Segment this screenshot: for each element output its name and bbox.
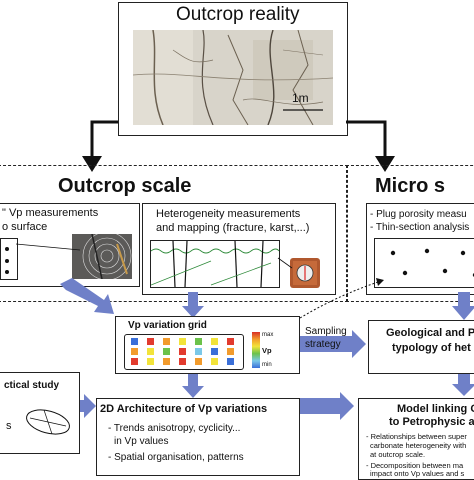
vp-probe-sketch [0,238,18,280]
vp-grid-cell [195,338,202,345]
vp-grid-cell [147,348,154,355]
model-line2: to Petrophysic and [389,416,474,428]
model-bullet1-line1: - Relationships between super [366,432,467,441]
vp-grid-cell [195,358,202,365]
thin-section-line: - Thin-section analysis [370,222,470,233]
geological-box [368,320,474,374]
vp-grid-title: Vp variation grid [128,320,207,331]
model-bullet1-line2: carbonate heterogeneity with [370,441,467,450]
vp-grid-cell [227,338,234,345]
vp-grid-cell [211,348,218,355]
model-bullet2-line1: - Decomposition between ma [366,461,464,470]
outcrop-reality-title: Outcrop reality [176,4,300,25]
plug-line: - Plug porosity measu [370,209,467,220]
ellipse-sketch [24,406,72,438]
vp-grid-cell [147,358,154,365]
vp-grid-cell [179,358,186,365]
micro-scale-region [346,165,474,302]
statistical-box [0,372,80,454]
architecture-item1-line1: - Trends anisotropy, cyclicity... [108,423,241,434]
vp-legend-bar [252,332,260,368]
architecture-item1-line2: in Vp values [114,436,169,447]
plug-sketch [374,238,474,288]
outcrop-scale-title: Outcrop scale [58,175,192,197]
sampling-line2: strategy [305,339,341,350]
vp-legend-min: min [262,362,272,368]
hetero-line1: Heterogeneity measurements [156,208,301,220]
vp-grid-cell [211,338,218,345]
vp-meas-line2: o surface [2,221,48,233]
vp-grid-panel [124,334,244,370]
scale-bar-label: 1m [292,91,309,105]
fracture-map-sketch [150,240,280,288]
vp-legend-max: max [262,332,274,338]
vp-grid-cell [147,338,154,345]
vp-grid-cell [179,338,186,345]
vp-grid-cell [131,358,138,365]
outcrop-photo [133,30,333,125]
geological-line1: Geological and P [386,327,474,339]
vp-grid-cell [163,358,170,365]
vp-grid-cell [131,338,138,345]
model-box [358,398,474,480]
micro-scale-title: Micro s [375,175,446,197]
vp-grid-cell [195,348,202,355]
architecture-title: 2D Architecture of Vp variations [100,403,268,415]
model-line1: Model linking G [397,403,474,415]
sampling-line1: Sampling [305,326,347,337]
vp-grid-cell [179,348,186,355]
model-bullet1-line3: at outcrop scale. [370,450,426,459]
vp-grid-cell [227,358,234,365]
statistical-title: ctical study [4,380,60,391]
compass-icon [290,258,320,288]
vp-legend-label: Vp [262,346,272,355]
outcrop-scale-region [0,165,348,302]
vp-grid-cell [211,358,218,365]
statistical-side: s [6,420,12,432]
vp-grid-cell [131,348,138,355]
vp-grid-cells [125,335,243,369]
vp-meas-line1: " Vp measurements [2,207,99,219]
vp-grid-cell [163,348,170,355]
vp-measurement-photo [72,234,132,279]
geological-line2: typology of het [392,342,471,354]
hetero-line2: and mapping (fracture, karst,...) [156,222,310,234]
architecture-item2: - Spatial organisation, patterns [108,452,244,463]
vp-grid-cell [163,338,170,345]
vp-grid-cell [227,348,234,355]
